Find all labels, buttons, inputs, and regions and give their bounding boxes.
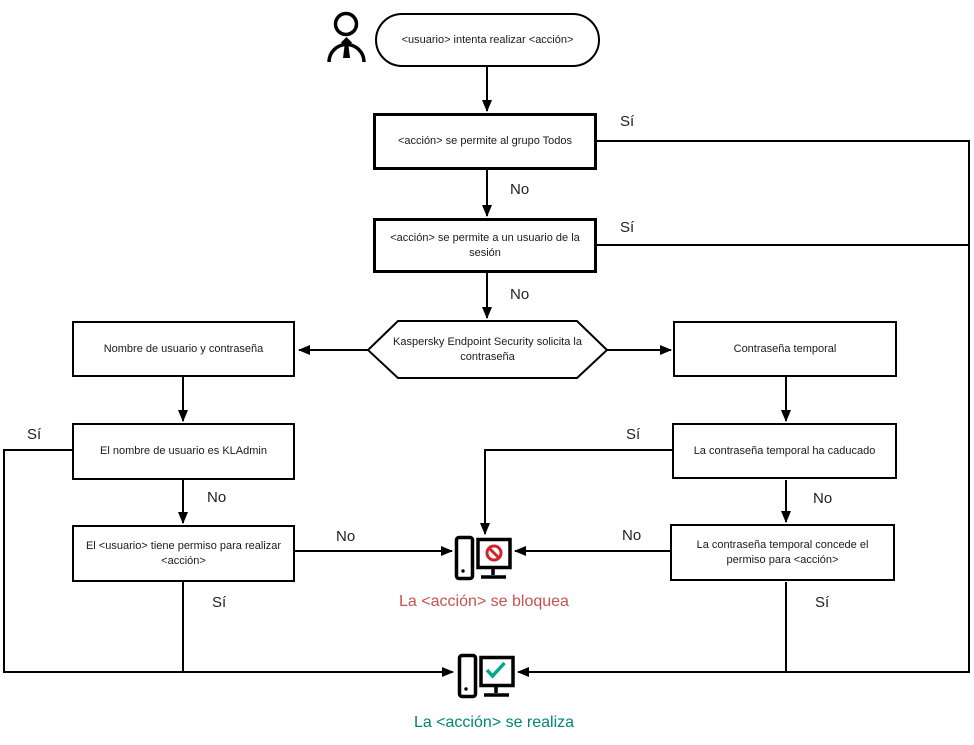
edge-label-no-temp-expired: No	[813, 490, 833, 507]
node-username-password: Nombre de usuario y contraseña	[72, 321, 295, 377]
node-label: La contraseña temporal concede el permis…	[696, 538, 869, 566]
edge-label-yes-allowed-session-user: Sí	[620, 219, 635, 236]
node-action-allowed-everyone: <acción> se permite al grupo Todos	[373, 113, 597, 170]
node-temp-password-expired: La contraseña temporal ha caducado	[672, 423, 897, 479]
edge-label-no-allowed-session-user: No	[510, 286, 530, 303]
edge-label-yes-kladmin: Sí	[27, 426, 42, 443]
node-username-is-kladmin: El nombre de usuario es KLAdmin	[72, 423, 295, 480]
edge-label-no-allowed-everyone: No	[510, 181, 530, 198]
edge-label-yes-allowed-everyone: Sí	[620, 113, 635, 130]
prohibition-icon	[485, 544, 503, 562]
edge-label-yes-temp-grants: Sí	[815, 594, 830, 611]
hexagon-shape	[366, 320, 609, 379]
node-action-allowed-session-user: <acción> se permite a un usuario de la s…	[373, 218, 597, 273]
node-user-has-permission: El <usuario> tiene permiso para realizar…	[72, 525, 295, 582]
edge-label-no-user-has-permission: No	[336, 528, 356, 545]
edge-label-yes-temp-expired: Sí	[626, 426, 641, 443]
node-temporary-password: Contraseña temporal	[673, 321, 897, 377]
node-kes-prompts-password: Kaspersky Endpoint Security solicita la …	[385, 321, 590, 378]
node-label: <acción> se permite al grupo Todos	[397, 135, 573, 148]
edge-label-no-kladmin: No	[207, 489, 227, 506]
node-label: Contraseña temporal	[733, 342, 837, 355]
person-icon	[327, 11, 366, 63]
node-label: Nombre de usuario y contraseña	[103, 342, 264, 355]
node-label: Kaspersky Endpoint Security solicita la …	[393, 335, 582, 363]
connectors	[3, 67, 970, 677]
node-start-label: <usuario> intenta realizar <acción>	[401, 33, 574, 46]
checkmark-icon	[485, 661, 506, 679]
edge-label-no-temp-grants: No	[622, 527, 642, 544]
node-temp-password-grants-permission: La contraseña temporal concede el permis…	[670, 524, 895, 581]
node-label: <acción> se permite a un usuario de la s…	[390, 231, 580, 259]
edge-label-yes-user-has-permission: Sí	[212, 594, 227, 611]
status-action-performed: La <acción> se realiza	[413, 714, 575, 731]
computer-check-icon	[457, 653, 515, 699]
computer-blocked-icon	[454, 535, 512, 581]
node-label: El <usuario> tiene permiso para realizar…	[85, 539, 282, 567]
node-start: <usuario> intenta realizar <acción>	[375, 13, 600, 67]
node-label: La contraseña temporal ha caducado	[693, 444, 876, 457]
status-action-blocked: La <acción> se bloquea	[399, 593, 569, 610]
node-label: El nombre de usuario es KLAdmin	[100, 445, 267, 458]
